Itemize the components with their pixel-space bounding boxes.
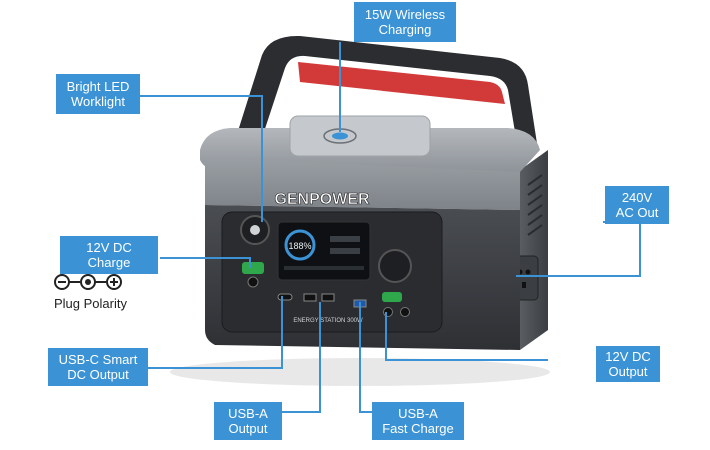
display-reading: 188% [288,241,311,251]
callout-usba-output: USB-A Output [214,402,282,440]
dc-charge-port [242,262,264,274]
usba-port-1 [303,293,317,302]
callout-dc-charge: 12V DC Charge [60,236,158,274]
handle-red-grip [298,62,505,104]
product-label: ENERGY STATION 300W [293,318,363,324]
callout-usbc-output: USB-C Smart DC Output [48,348,148,386]
carry-handle [232,35,538,151]
callout-wireless-charging: 15W Wireless Charging [354,2,456,42]
callout-dc-output: 12V DC Output [596,346,660,382]
brand-logo: GENPOWER [274,191,370,208]
dc-output-port-1 [383,307,393,317]
plug-polarity-icon [54,274,122,290]
wireless-pad [289,115,431,157]
callout-ac-out: 240V AC Out [605,186,669,224]
callout-led-worklight: Bright LED Worklight [56,74,140,114]
callout-usba-fast: USB-A Fast Charge [372,402,464,440]
dc-output-port-2 [400,307,410,317]
upper-front [205,158,520,210]
plug-polarity-label: Plug Polarity [54,296,127,311]
dc-output-button [378,249,412,283]
usbc-port [277,293,293,301]
battery-ring [284,229,316,261]
usba-port-2 [321,293,335,302]
side-vents [527,174,543,236]
